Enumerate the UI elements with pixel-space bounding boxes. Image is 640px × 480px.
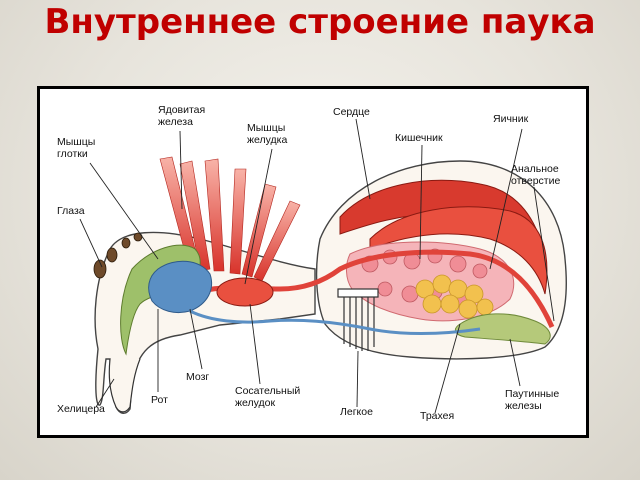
label-brain: Мозг <box>186 371 210 383</box>
nerve-cord <box>189 309 481 335</box>
leader-lines <box>79 118 555 414</box>
diagram-frame: Ядовитая железа Мышцы глотки Мышцы желуд… <box>37 86 589 438</box>
label-eyes: Глаза <box>57 205 85 217</box>
label-heart: Сердце <box>333 106 370 118</box>
muscle-fans <box>159 156 301 282</box>
label-ovary: Яичник <box>493 113 529 125</box>
label-trachea: Трахея <box>420 410 455 422</box>
label-intestine: Кишечник <box>395 132 443 144</box>
sucking-stomach-shape <box>216 277 274 307</box>
eyes-group <box>93 232 143 279</box>
label-mouth: Рот <box>151 394 168 406</box>
chelicera-shape <box>108 358 141 413</box>
book-lung <box>337 288 379 351</box>
label-lung: Легкое <box>340 406 373 418</box>
spinning-gland-shape <box>454 313 551 345</box>
label-stomach-muscles: Мышцы желудка <box>247 122 288 146</box>
label-chelicera: Хелицера <box>57 403 105 415</box>
label-pharynx-muscles: Мышцы глотки <box>57 136 96 160</box>
label-spinnerets: Паутинные железы <box>505 388 560 412</box>
yolk-glands <box>415 274 494 319</box>
slide-title: Внутреннее строение паука <box>44 2 596 42</box>
label-anus: Анальное отверстие <box>511 163 561 187</box>
label-venom-gland: Ядовитая железа <box>158 104 206 128</box>
spider-anatomy-illustration <box>79 118 567 414</box>
label-sucking-stomach: Сосательный желудок <box>235 385 301 409</box>
ovary-shape <box>369 206 548 295</box>
